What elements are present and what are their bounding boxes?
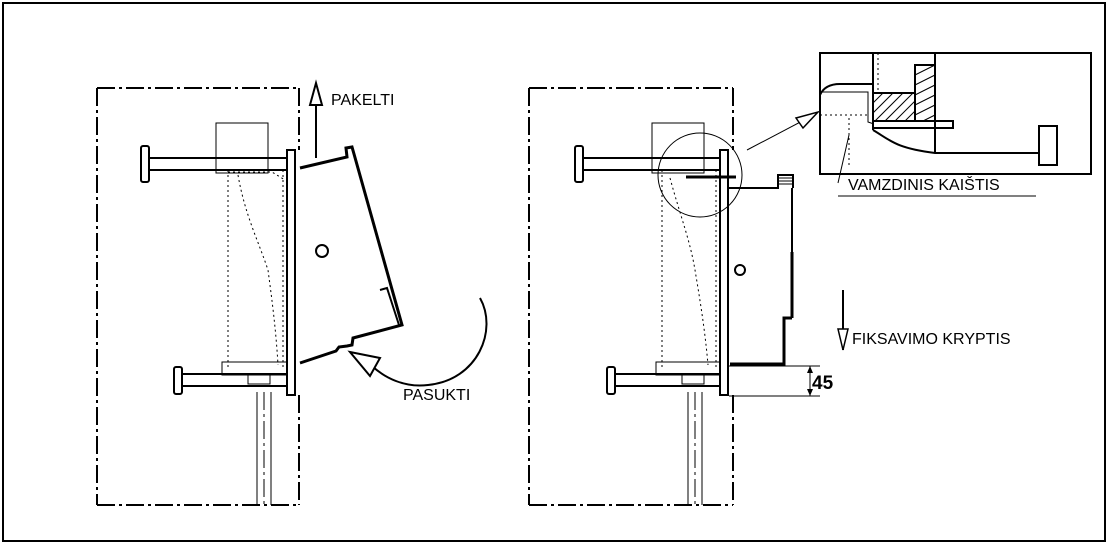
- detail-inset: [819, 52, 1092, 175]
- rotate-arrow: [347, 297, 488, 387]
- right-mounting-plate: [719, 149, 729, 396]
- rotate-label: PASUKTI: [403, 387, 470, 404]
- right-bottom-bolt: [606, 361, 721, 395]
- left-top-bolt: [140, 145, 287, 183]
- pin-label: VAMZDINIS KAIŠTIS: [848, 175, 1000, 194]
- right-view: 45 FIKSAVIMO KRYPTIS: [528, 87, 1011, 506]
- detail-circle: [657, 132, 743, 218]
- dimension-label: 45: [812, 373, 834, 394]
- left-mounting-plate: [286, 149, 296, 396]
- direction-arrow: [837, 290, 849, 351]
- detail-pin: [872, 120, 954, 129]
- pin-callout: [837, 134, 1036, 197]
- detail-leader-arrow: [746, 110, 821, 151]
- right-pipe: [687, 392, 703, 505]
- right-device-hole: [734, 264, 746, 276]
- left-view: PAKELTI PASUKTI: [96, 79, 488, 506]
- left-pipe: [256, 392, 272, 505]
- dimension-45: [729, 365, 820, 397]
- right-top-block: [651, 122, 705, 174]
- direction-label: FIKSAVIMO KRYPTIS: [852, 331, 1011, 348]
- lift-label: PAKELTI: [331, 92, 394, 109]
- left-bottom-bolt: [173, 361, 288, 395]
- left-device-hole: [315, 244, 329, 258]
- left-top-block: [215, 122, 269, 174]
- lift-arrow: [308, 79, 324, 158]
- right-installed-device: [729, 174, 794, 366]
- left-tilted-device: [299, 145, 404, 365]
